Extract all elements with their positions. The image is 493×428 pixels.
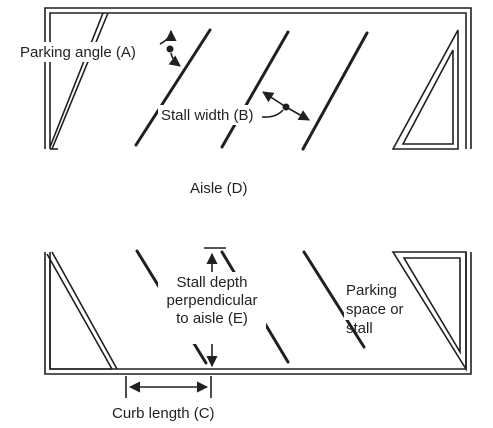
parking-space-label-line-3: stall	[346, 320, 373, 337]
stall-width-label: Stall width (B)	[161, 107, 254, 124]
parking-angle-indicator	[159, 29, 181, 67]
stall-width-indicator	[261, 91, 310, 121]
top-stall-line-3	[301, 31, 369, 151]
top-right-island	[391, 29, 459, 150]
top-left-island	[49, 12, 109, 150]
parking-angle-label: Parking angle (A)	[20, 44, 136, 61]
stall-depth-label-line-2: perpendicular	[167, 292, 258, 309]
top-stall-lines	[134, 28, 369, 151]
bottom-right-island	[391, 251, 467, 372]
labels: Parking angle (A) Stall width (B) Aisle …	[14, 42, 404, 422]
aisle-label: Aisle (D)	[190, 180, 248, 197]
top-stall-line-2	[220, 30, 290, 149]
top-stall-line-1	[134, 28, 212, 147]
bottom-stall-line-3	[302, 250, 366, 349]
bottom-parking-row	[44, 249, 472, 375]
parking-space-label-line-1: Parking	[346, 282, 397, 299]
top-parking-row	[44, 7, 472, 151]
curb-length-label: Curb length (C)	[112, 405, 215, 422]
bottom-left-island	[46, 251, 118, 370]
top-curb-outline	[44, 7, 472, 149]
curb-length-indicator	[125, 376, 212, 398]
parking-space-label-line-2: space or	[346, 301, 404, 318]
stall-depth-label-line-3: to aisle (E)	[176, 310, 248, 327]
stall-depth-label-line-1: Stall depth	[177, 274, 248, 291]
